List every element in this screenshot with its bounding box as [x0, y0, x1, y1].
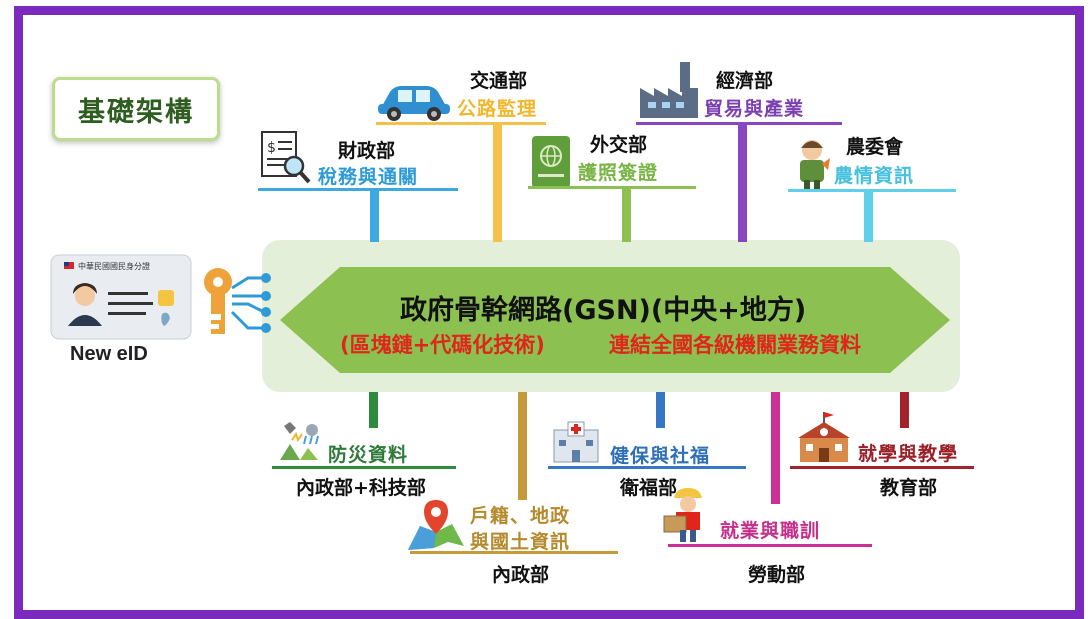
ministry-transport: 交通部	[470, 70, 528, 92]
passport-icon	[532, 136, 570, 188]
land-registry-underline	[410, 551, 618, 554]
ministry-foreign-affairs: 外交部	[590, 134, 648, 156]
education-connector	[900, 392, 909, 428]
service-trade-industry: 貿易與產業	[704, 98, 805, 120]
gsn-subtitle-link: 連結全國各級機關業務資料	[609, 333, 861, 357]
eid-card-icon: 中華民國國民身分證	[50, 254, 192, 340]
disaster-underline	[272, 466, 456, 469]
ministry-health-welfare: 衛福部	[620, 477, 678, 499]
ministry-labor: 勞動部	[748, 564, 806, 586]
agriculture-underline	[788, 189, 956, 192]
transport-connector	[493, 124, 502, 242]
foreign-affairs-underline	[528, 186, 696, 189]
ministry-interior: 內政部	[492, 564, 550, 586]
gsn-subtitle-tech: (區塊鏈+代碼化技術)	[340, 333, 545, 357]
economic-underline	[636, 122, 842, 125]
economic-connector	[738, 124, 747, 242]
labor-connector	[771, 392, 780, 504]
disaster-connector	[369, 392, 378, 428]
education-underline	[790, 466, 974, 469]
hospital-icon	[553, 421, 599, 463]
service-health-welfare: 健保與社福	[610, 445, 711, 467]
land-registry-connector	[518, 392, 527, 500]
service-household-land-line1: 戶籍、地政	[470, 505, 571, 527]
eid-card-header: 中華民國國民身分證	[78, 261, 150, 271]
map-pin-icon	[408, 500, 464, 550]
factory-icon	[640, 62, 698, 118]
ministry-education: 教育部	[880, 477, 938, 499]
farmer-icon	[800, 140, 830, 190]
agriculture-connector	[864, 191, 873, 242]
labor-underline	[668, 544, 872, 547]
worker-icon	[663, 488, 702, 542]
gsn-main-title: 政府骨幹網路(GSN)(中央+地方)	[400, 295, 807, 326]
tax-document-icon: $	[261, 131, 311, 184]
health-connector	[656, 392, 665, 428]
car-icon	[378, 86, 450, 121]
service-schooling-teaching: 就學與教學	[858, 443, 959, 465]
service-employment-training: 就業與職訓	[720, 520, 821, 542]
service-highway-admin: 公路監理	[457, 98, 538, 120]
gsn-double-arrow	[280, 267, 950, 373]
disaster-icon	[280, 422, 319, 460]
service-disaster-data: 防災資料	[328, 444, 409, 466]
service-household-land-line2: 與國土資訊	[470, 531, 571, 553]
service-agri-info: 農情資訊	[834, 165, 915, 187]
eid-label: New eID	[70, 343, 148, 365]
ministry-finance: 財政部	[338, 140, 396, 162]
ministry-economic-affairs: 經濟部	[716, 70, 774, 92]
svg-text:$: $	[267, 140, 276, 156]
diagram-title: 基礎架構	[52, 77, 220, 141]
school-icon	[798, 412, 850, 462]
foreign-affairs-connector	[622, 188, 631, 242]
health-underline	[548, 466, 746, 469]
finance-underline	[258, 188, 458, 191]
key-icon	[204, 268, 271, 334]
finance-connector	[370, 190, 379, 242]
transport-underline	[376, 122, 546, 125]
ministry-agriculture: 農委會	[846, 136, 904, 158]
service-tax-customs: 稅務與通關	[318, 166, 419, 188]
ministry-interior-science: 內政部+科技部	[296, 477, 426, 499]
service-passport-visa: 護照簽證	[578, 162, 659, 184]
